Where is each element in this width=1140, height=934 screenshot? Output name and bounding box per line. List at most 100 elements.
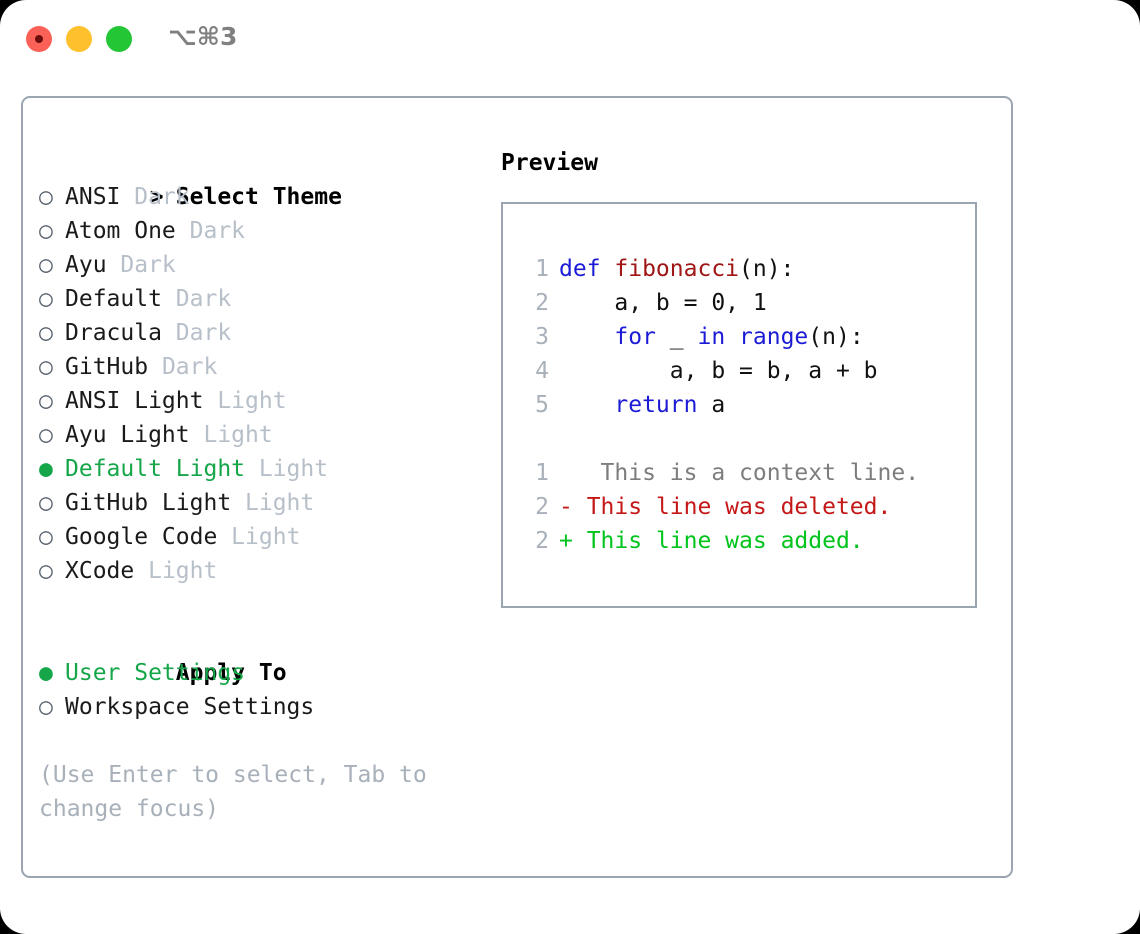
theme-category-tag: Dark	[161, 286, 232, 312]
maximize-window-button[interactable]	[106, 26, 132, 52]
diff-sign: -	[559, 494, 573, 520]
theme-option-ayu[interactable]: ○ Ayu Dark	[39, 248, 479, 282]
theme-option-label: Google Code	[65, 524, 218, 550]
radio-unselected-icon: ○	[39, 252, 53, 278]
theme-selection-column: >Select Theme ○ANSI Dark○Atom One Dark○A…	[39, 146, 479, 724]
code-token	[559, 392, 614, 418]
theme-category-tag: Dark	[120, 184, 190, 210]
apply-to-title: Apply To	[175, 660, 287, 686]
code-token: a	[697, 392, 726, 418]
theme-category-tag: Light	[231, 490, 315, 516]
radio-selected-icon: ●	[39, 660, 53, 686]
theme-option-github[interactable]: ○ GitHub Dark	[39, 350, 479, 384]
theme-category-tag: Dark	[148, 354, 218, 380]
line-number: 4	[535, 358, 549, 384]
theme-category-tag: Light	[189, 422, 273, 448]
code-diff-separator	[519, 422, 919, 456]
section-spacer	[39, 588, 479, 622]
theme-option-label: GitHub Light	[65, 490, 232, 516]
code-token: in	[697, 324, 726, 350]
apply-to-option-label: User Settings	[65, 660, 246, 686]
theme-option-label: Ayu Light	[65, 422, 190, 448]
radio-unselected-icon: ○	[39, 320, 53, 346]
line-number: 1	[535, 460, 549, 486]
radio-unselected-icon: ○	[39, 184, 53, 210]
theme-category-tag: Dark	[175, 218, 246, 244]
theme-option-xcode[interactable]: ○ XCode Light	[39, 554, 479, 588]
code-token: a, b = b, a + b	[559, 358, 878, 384]
theme-option-google-code[interactable]: ○Google Code Light	[39, 520, 479, 554]
code-line: 5 return a	[519, 388, 919, 422]
code-line: 3 for _ in range(n):	[519, 320, 919, 354]
diff-text: This line was deleted.	[572, 494, 892, 520]
theme-picker-panel: >Select Theme ○ANSI Dark○Atom One Dark○A…	[21, 96, 1013, 878]
theme-option-label: XCode	[65, 558, 135, 584]
diff-line: 2- This line was deleted.	[519, 490, 919, 524]
code-token: _	[655, 324, 698, 350]
theme-option-atom-one[interactable]: ○Atom One Dark	[39, 214, 479, 248]
apply-to-header: Apply To	[39, 622, 479, 686]
theme-option-dracula[interactable]: ○Dracula Dark	[39, 316, 479, 350]
line-number: 1	[535, 256, 549, 282]
diff-text: This line was added.	[572, 528, 864, 554]
diff-line: 1 This is a context line.	[519, 456, 919, 490]
apply-to-option-label: Workspace Settings	[65, 694, 315, 720]
minimize-window-button[interactable]	[66, 26, 92, 52]
diff-text: This is a context line.	[572, 460, 920, 486]
theme-category-tag: Light	[245, 456, 329, 482]
theme-option-label: Ayu	[65, 252, 107, 278]
radio-unselected-icon: ○	[39, 694, 53, 720]
code-token	[559, 324, 614, 350]
theme-category-tag: Dark	[106, 252, 176, 278]
diff-sign	[559, 460, 573, 486]
code-token: for	[614, 324, 656, 350]
title-bar: ⌥⌘3	[0, 0, 1140, 80]
apply-to-option-list: ● User Settings ○ Workspace Settings	[39, 656, 479, 724]
theme-option-label: Default Light	[65, 456, 246, 482]
theme-option-github-light[interactable]: ○ GitHub Light Light	[39, 486, 479, 520]
radio-unselected-icon: ○	[39, 422, 53, 448]
theme-category-tag: Light	[217, 524, 301, 550]
theme-option-ansi-light[interactable]: ○ANSI Light Light	[39, 384, 479, 418]
radio-unselected-icon: ○	[39, 286, 53, 312]
theme-option-label: Atom One	[65, 218, 176, 244]
code-token: (n):	[808, 324, 864, 350]
theme-category-tag: Light	[203, 388, 287, 414]
theme-option-default[interactable]: ○Default Dark	[39, 282, 479, 316]
keyboard-shortcut-label: ⌥⌘3	[168, 22, 238, 51]
theme-option-label: ANSI	[65, 184, 121, 210]
radio-unselected-icon: ○	[39, 490, 53, 516]
select-theme-title: Select Theme	[175, 184, 342, 210]
radio-unselected-icon: ○	[39, 558, 53, 584]
close-window-button[interactable]	[26, 26, 52, 52]
theme-option-label: GitHub	[65, 354, 149, 380]
code-token: a, b = 0, 1	[559, 290, 767, 316]
apply-to-option-user-settings[interactable]: ● User Settings	[39, 656, 479, 690]
line-number: 2	[535, 290, 549, 316]
code-token	[725, 324, 739, 350]
line-number: 2	[535, 528, 549, 554]
theme-option-default-light[interactable]: ● Default Light Light	[39, 452, 479, 486]
apply-to-option-workspace-settings[interactable]: ○ Workspace Settings	[39, 690, 479, 724]
keyboard-hint-text: (Use Enter to select, Tab to change focu…	[39, 762, 441, 822]
code-line: 4 a, b = b, a + b	[519, 354, 919, 388]
theme-option-ansi[interactable]: ○ ANSI Dark	[39, 180, 479, 214]
theme-category-tag: Dark	[161, 320, 232, 346]
theme-category-tag: Light	[134, 558, 218, 584]
line-number: 2	[535, 494, 549, 520]
diff-line: 2+ This line was added.	[519, 524, 919, 558]
code-token: range	[739, 324, 809, 350]
line-number: 5	[535, 392, 549, 418]
theme-option-ayu-light[interactable]: ○ Ayu Light Light	[39, 418, 479, 452]
radio-selected-icon: ●	[39, 456, 53, 482]
radio-unselected-icon: ○	[39, 354, 53, 380]
code-token: return	[614, 392, 698, 418]
radio-unselected-icon: ○	[39, 388, 53, 414]
code-token: (n):	[739, 256, 795, 282]
code-token: def	[559, 256, 615, 282]
